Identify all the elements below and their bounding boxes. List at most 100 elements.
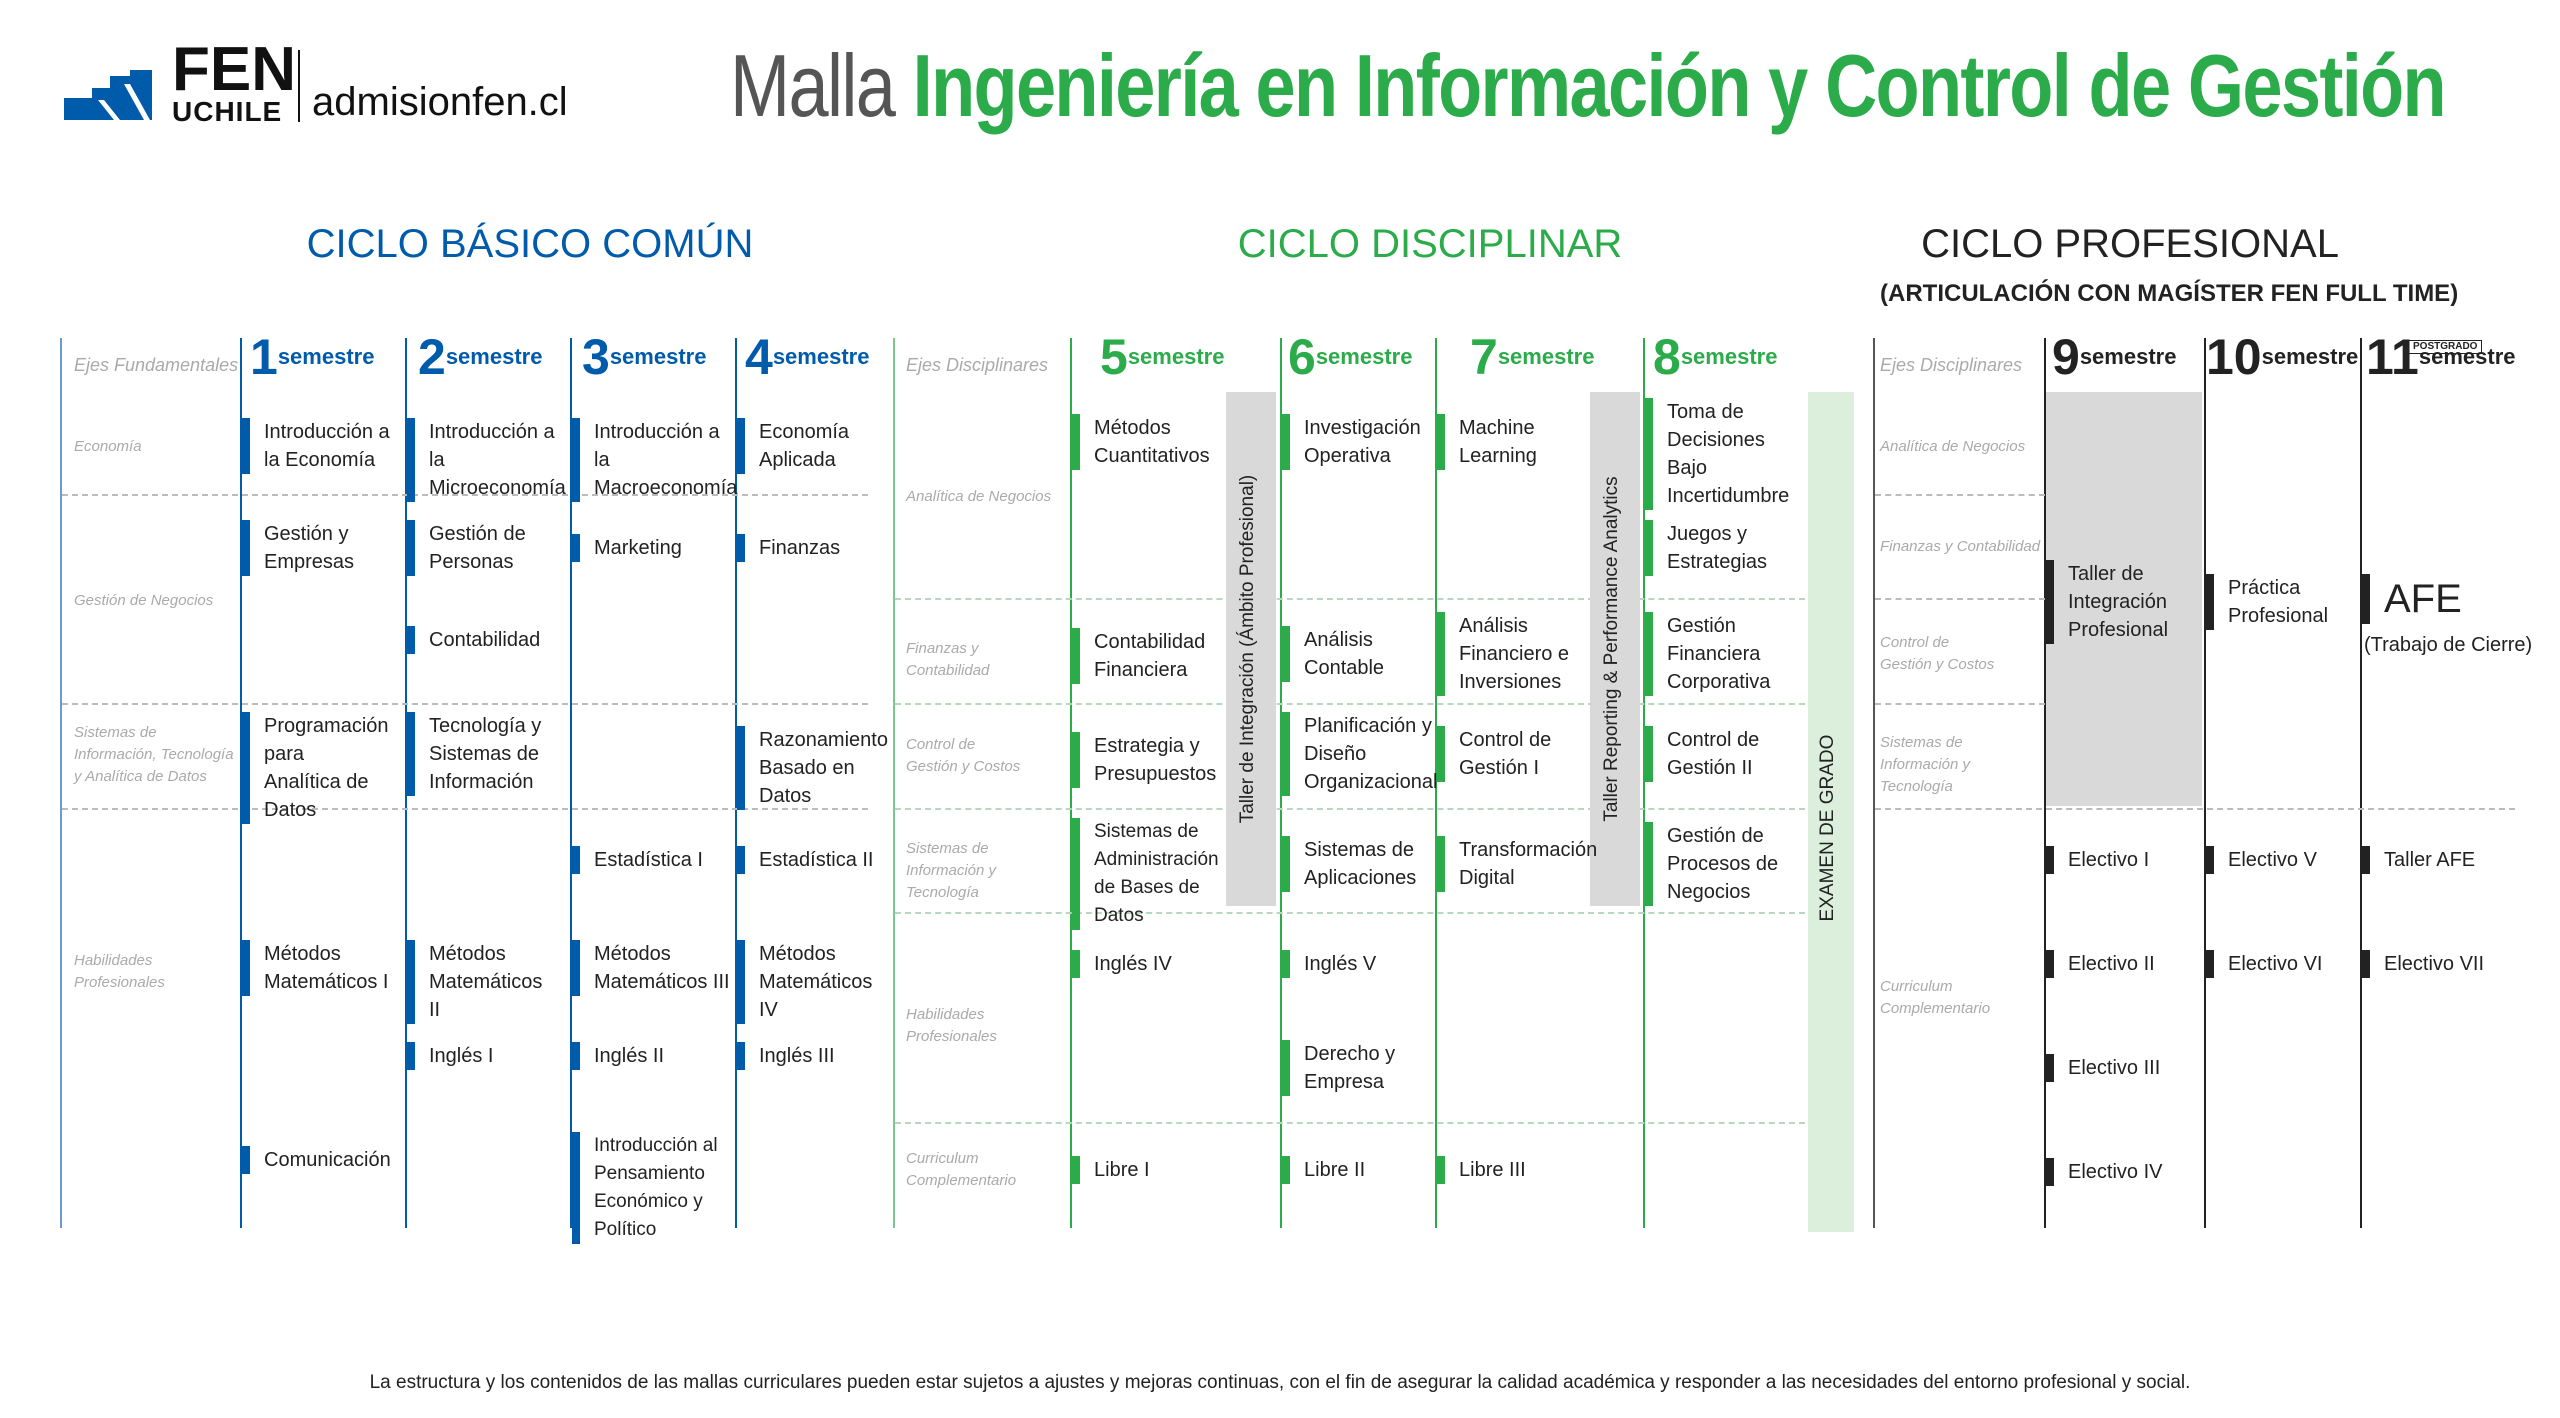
course: Gestión y Empresas xyxy=(242,520,402,576)
semester-5: 5semestre xyxy=(1100,329,1225,385)
cycle-professional-sub: (ARTICULACIÓN CON MAGÍSTER FEN FULL TIME… xyxy=(1880,280,2459,307)
course: Estrategia y Presupuestos xyxy=(1072,732,1222,788)
row-divider xyxy=(895,703,1805,705)
course: Práctica Profesional xyxy=(2206,574,2356,630)
axis-header-disc: Ejes Disciplinares xyxy=(906,355,1049,375)
course: Razonamiento Basado en Datos xyxy=(737,726,888,810)
afe-subtitle: (Trabajo de Cierre) xyxy=(2364,634,2533,656)
course: Sistemas de Aplicaciones xyxy=(1282,836,1432,892)
taller-integracion-profesional-box xyxy=(2046,392,2202,806)
semester-6: 6semestre xyxy=(1288,329,1413,385)
course: Taller de Integración Profesional xyxy=(2046,560,2196,644)
axis-label: Economía xyxy=(74,438,142,455)
axis-label: Finanzas y Contabilidad xyxy=(1880,538,2041,555)
course: Planificación y Diseño Organizacional xyxy=(1282,712,1437,796)
row-divider xyxy=(1875,808,2515,810)
course: Comunicación xyxy=(242,1146,402,1174)
course: Estadística I xyxy=(572,846,732,874)
course: Electivo II xyxy=(2046,950,2196,978)
course: Métodos Matemáticos IV xyxy=(737,940,887,1024)
row-divider xyxy=(895,808,1805,810)
course: Derecho y Empresa xyxy=(1282,1040,1432,1096)
row-divider xyxy=(62,808,868,810)
semester-8: 8semestre xyxy=(1653,329,1778,385)
axis-header-prof: Ejes Disciplinares xyxy=(1880,355,2023,375)
axis-label: Control de Gestión y Costos xyxy=(1880,634,1995,673)
axis-label: Curriculum Complementario xyxy=(906,1150,1017,1189)
row-divider xyxy=(1875,598,2045,600)
course: Libre I xyxy=(1072,1156,1222,1184)
course: Finanzas xyxy=(737,534,887,562)
semester-3: 3semestre xyxy=(582,329,707,385)
course: Investigación Operativa xyxy=(1282,414,1432,470)
course: Electivo III xyxy=(2046,1054,2196,1082)
course-afe: AFE xyxy=(2362,574,2482,624)
course: Machine Learning xyxy=(1437,414,1587,470)
axis-label: Gestión de Negocios xyxy=(74,592,214,609)
col-line xyxy=(240,338,242,1228)
course: Control de Gestión I xyxy=(1437,726,1567,782)
course: Introducción al Pensamiento Económico y … xyxy=(572,1132,737,1244)
cycle-basic: CICLO BÁSICO COMÚN xyxy=(306,222,754,266)
col-line xyxy=(1435,338,1437,1228)
examen-grado-label: EXAMEN DE GRADO xyxy=(1817,734,1838,922)
page-title: Malla Ingeniería en Información y Contro… xyxy=(730,36,2447,135)
course: Tecnología y Sistemas de Información xyxy=(407,712,557,796)
logo-uchile-text: UCHILE xyxy=(172,96,283,127)
col-line xyxy=(60,338,62,1228)
examen-grado-bar xyxy=(1808,392,1854,1232)
row-divider xyxy=(895,912,1805,914)
course: Taller AFE xyxy=(2362,846,2512,874)
course: Electivo V xyxy=(2206,846,2356,874)
course: Métodos Matemáticos III xyxy=(572,940,732,996)
course: Métodos Matemáticos I xyxy=(242,940,392,996)
course: Toma de Decisiones Bajo Incertidumbre xyxy=(1645,398,1805,510)
taller-integracion-label: Taller de Integración (Ámbito Profesiona… xyxy=(1237,474,1258,824)
course: Control de Gestión II xyxy=(1645,726,1795,782)
axis-label: Sistemas de Información, Tecnología y An… xyxy=(74,724,234,785)
course: Gestión de Personas xyxy=(407,520,537,576)
col-line xyxy=(735,338,737,1228)
course: Programación para Analítica de Datos xyxy=(242,712,389,824)
fen-logo-mark xyxy=(64,70,164,120)
col-line xyxy=(570,338,572,1228)
course: Contabilidad Financiera xyxy=(1072,628,1222,684)
course: Sistemas de Administración de Bases de D… xyxy=(1072,818,1230,930)
semester-4: 4semestre xyxy=(745,329,870,385)
course: Introducción a la Economía xyxy=(242,418,402,474)
semester-9: 9semestre xyxy=(2052,329,2177,385)
logo-divider xyxy=(298,50,300,122)
semester-2: 2semestre xyxy=(418,329,543,385)
course: Gestión Financiera Corporativa xyxy=(1645,612,1795,696)
cycle-disciplinary: CICLO DISCIPLINAR xyxy=(1237,222,1623,266)
course: Contabilidad xyxy=(407,626,567,654)
course: Libre II xyxy=(1282,1156,1432,1184)
axis-label: Sistemas de Información y Tecnología xyxy=(1880,734,1971,795)
course: Juegos y Estrategias xyxy=(1645,520,1795,576)
course: Inglés I xyxy=(407,1042,557,1070)
axis-label: Finanzas y Contabilidad xyxy=(906,640,990,679)
course: Electivo VI xyxy=(2206,950,2356,978)
col-line xyxy=(1873,338,1875,1228)
axis-label: Analítica de Negocios xyxy=(1880,438,2026,455)
fen-logo-icon xyxy=(64,70,152,120)
course: Métodos Cuantitativos xyxy=(1072,414,1222,470)
col-line xyxy=(2204,338,2206,1228)
axis-label: Analítica de Negocios xyxy=(906,488,1052,505)
course: Inglés V xyxy=(1282,950,1432,978)
taller-integracion-bar xyxy=(1226,392,1276,906)
col-line xyxy=(405,338,407,1228)
course: Introducción a la Microeconomía xyxy=(407,418,567,502)
axis-label: Control de Gestión y Costos xyxy=(906,736,1021,775)
site-link[interactable]: admisionfen.cl xyxy=(312,80,568,124)
axis-label: Habilidades Profesionales xyxy=(906,1006,997,1045)
title-light: Malla xyxy=(730,36,896,135)
axis-label: Sistemas de Información y Tecnología xyxy=(906,840,997,901)
col-line xyxy=(2360,338,2362,1228)
footer-note: La estructura y los contenidos de las ma… xyxy=(369,1372,2191,1393)
semester-1: 1semestre xyxy=(250,329,375,385)
course: Economía Aplicada xyxy=(737,418,887,474)
col-line xyxy=(893,338,895,1228)
row-divider xyxy=(1875,494,2045,496)
taller-reporting-label: Taller Reporting & Performance Analytics xyxy=(1601,476,1622,822)
